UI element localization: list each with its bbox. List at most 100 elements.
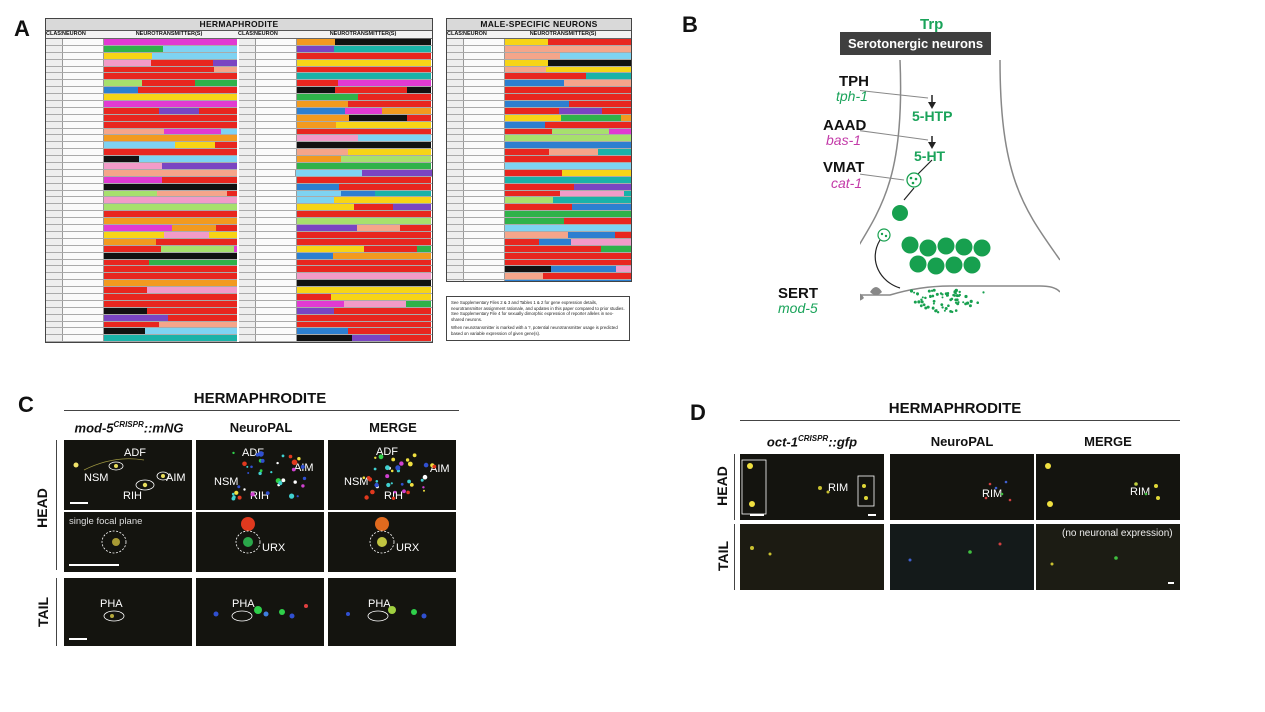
male-table-column-header: CLASS NEURON NEUROTRANSMITTER(S)	[447, 31, 631, 39]
d-rim-label: RIM	[828, 482, 849, 494]
panel-letter-b: B	[682, 12, 698, 37]
table-row	[447, 190, 631, 198]
table-row	[239, 231, 432, 239]
neuropal-cell	[296, 495, 299, 498]
table-row	[447, 225, 631, 232]
arrowhead-2	[928, 142, 936, 149]
reuptake-arrow	[874, 239, 901, 289]
col-class: CLASS	[46, 31, 62, 37]
d-head-neuropal-image: RIM	[890, 454, 1034, 520]
table-row	[46, 342, 237, 343]
docked-vesicle-cluster	[901, 236, 991, 275]
arrowhead-1	[928, 102, 936, 109]
c-aim-label: AIM	[166, 472, 186, 484]
oct1-suffix: ::gfp	[828, 434, 858, 450]
table-row	[447, 280, 631, 281]
table-row	[46, 183, 238, 191]
table-row	[239, 94, 432, 102]
serotonin-molecule	[929, 295, 932, 298]
d-mg-rim-label: RIM	[1130, 486, 1151, 498]
panel-a-footnote: See Supplementary Files 2 & 3 and Tables…	[446, 296, 630, 341]
sert-label: SERT	[778, 285, 819, 302]
scale-bar	[1168, 582, 1174, 584]
d-tail-neuropal-signal	[908, 542, 1002, 562]
table-row	[239, 80, 432, 88]
neuropal-cell	[258, 451, 264, 457]
table-row	[239, 73, 432, 81]
recycling-vesicle	[877, 228, 891, 242]
neuropal-cell	[289, 493, 295, 499]
docked-vesicle	[973, 239, 991, 257]
table-row	[46, 142, 238, 150]
panel-letter-c: C	[18, 392, 34, 417]
5-ht-label: 5-HT	[914, 148, 946, 164]
table-row	[239, 342, 432, 343]
table-row	[239, 183, 432, 191]
neuropal-cell	[231, 492, 235, 496]
serotonin-molecule	[940, 303, 944, 306]
serotonin-molecule	[921, 296, 924, 299]
table-row	[46, 238, 238, 246]
docked-vesicle	[945, 256, 963, 274]
axon-right-membrane	[999, 60, 1060, 261]
table-row	[239, 169, 432, 177]
c-tail-mod5-image: PHA	[64, 578, 192, 646]
table-row	[46, 273, 238, 281]
serotonin-molecule	[947, 304, 950, 307]
table-row	[46, 335, 238, 342]
table-row	[46, 52, 237, 60]
neuropal-cell	[378, 454, 384, 460]
table-row	[46, 252, 238, 260]
neuropal-cell	[242, 461, 247, 467]
table-row	[239, 114, 432, 122]
neuropal-cell	[250, 492, 255, 497]
panel-d-header-rule	[740, 420, 1180, 421]
table-row	[239, 121, 432, 129]
c-urx-neuropal-signal	[235, 517, 261, 554]
mod-5-gene: mod-5	[778, 300, 818, 316]
herm-table-column-header: CLASS NEURON NEUROTRANSMITTER(S) CLASS N…	[46, 31, 432, 39]
table-row	[239, 307, 432, 315]
table-row	[447, 273, 631, 281]
serotonin-molecule	[917, 300, 921, 304]
table-row	[239, 156, 432, 164]
synapse-diagram-overlay	[860, 90, 991, 314]
neuropal-cell	[291, 467, 296, 472]
arrow-ht-vesicle	[917, 159, 933, 175]
serotonin-molecule	[964, 302, 967, 306]
serotonin-molecule	[954, 309, 958, 312]
serotonin-molecule	[930, 289, 934, 292]
table-row	[239, 45, 432, 53]
oct1-crispr-sup: CRISPR	[797, 434, 829, 443]
vmat-label: VMAT	[823, 159, 865, 176]
table-row	[239, 87, 432, 95]
vesicle-dot	[880, 232, 884, 236]
neuropal-cell	[374, 456, 377, 459]
table-row	[239, 321, 432, 329]
panel-c-row-head: HEAD	[33, 488, 50, 528]
neuropal-cell	[302, 476, 307, 481]
table-row	[46, 156, 238, 164]
head-bar	[56, 440, 57, 570]
table-row	[46, 163, 238, 170]
col-neuron-2: NEURON	[254, 31, 278, 37]
c-mg-urx-label: URX	[396, 542, 420, 554]
neuropal-cell	[405, 458, 410, 462]
table-row	[239, 328, 432, 336]
mod5-crispr-sup: CRISPR	[113, 420, 144, 429]
table-row	[447, 45, 631, 53]
serotonin-molecule	[926, 305, 930, 309]
table-row	[239, 300, 432, 308]
c-head-neuropal-dots	[231, 451, 307, 501]
serotonin-molecule	[916, 293, 919, 296]
table-row	[447, 128, 631, 136]
c-np-rih-label: RIH	[250, 490, 269, 502]
table-row	[46, 121, 238, 129]
neuropal-cell	[386, 482, 391, 488]
table-row	[239, 190, 432, 198]
table-row	[447, 114, 631, 122]
synapse-diagram	[860, 60, 1060, 296]
table-row	[46, 300, 238, 308]
neuropal-cell	[232, 451, 235, 455]
neuropal-cell	[395, 465, 401, 471]
